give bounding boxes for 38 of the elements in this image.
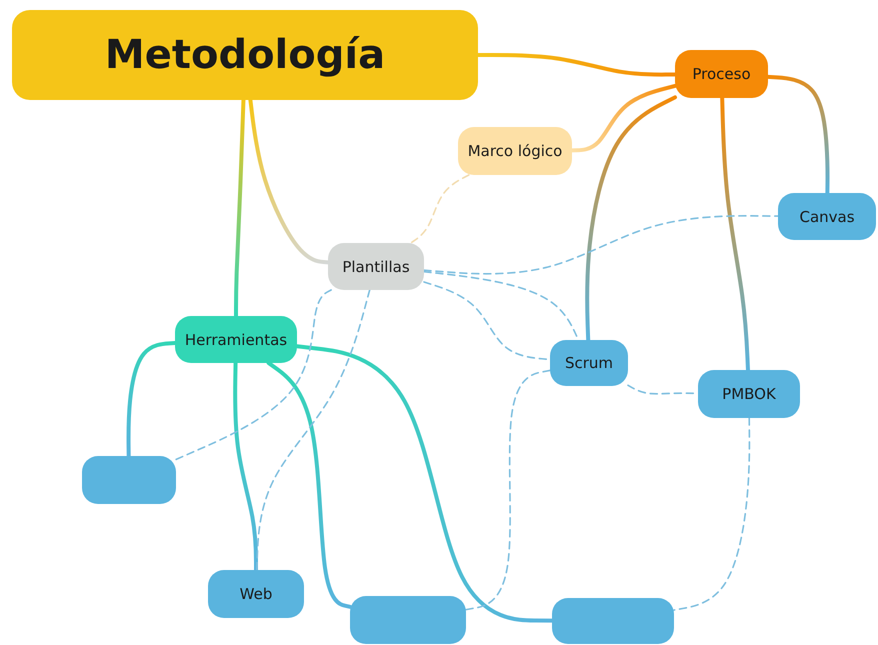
topic-box (778, 193, 876, 240)
connector (476, 53, 677, 77)
dashed-connector (175, 289, 332, 460)
topic-box (82, 456, 176, 504)
dashed-connector (256, 289, 370, 571)
dashed-connector (423, 215, 779, 275)
title-label: Metodología (104, 32, 386, 78)
topic-box (208, 570, 304, 618)
connector (295, 344, 554, 623)
dashed-connector (410, 174, 470, 244)
topic-box (675, 50, 768, 98)
topic-box (12, 10, 478, 100)
topic-box (552, 598, 674, 644)
connector (126, 341, 177, 458)
connector (248, 98, 330, 264)
connector (234, 98, 246, 318)
topic-label: Scrum (564, 354, 614, 372)
topic-label: Canvas (799, 208, 855, 226)
topic-label: Plantillas (342, 258, 410, 276)
connector (766, 74, 830, 195)
dashed-connector (465, 370, 551, 610)
topic-label: Herramientas (184, 330, 288, 348)
topic-label: Proceso (692, 65, 751, 83)
connector (233, 361, 258, 572)
topic-label: Web (240, 585, 272, 603)
connector (570, 84, 677, 152)
connector (585, 95, 677, 342)
topic-box (458, 127, 572, 175)
connector (266, 361, 352, 609)
connector (720, 96, 750, 372)
topic-box (550, 340, 628, 386)
dashed-connector (673, 417, 750, 611)
topic-label: Marco lógico (468, 142, 562, 160)
topic-box (698, 370, 800, 418)
topic-box (350, 596, 466, 644)
topic-box (328, 243, 424, 290)
topic-label: PMBOK (722, 385, 776, 403)
topic-box (175, 316, 297, 363)
